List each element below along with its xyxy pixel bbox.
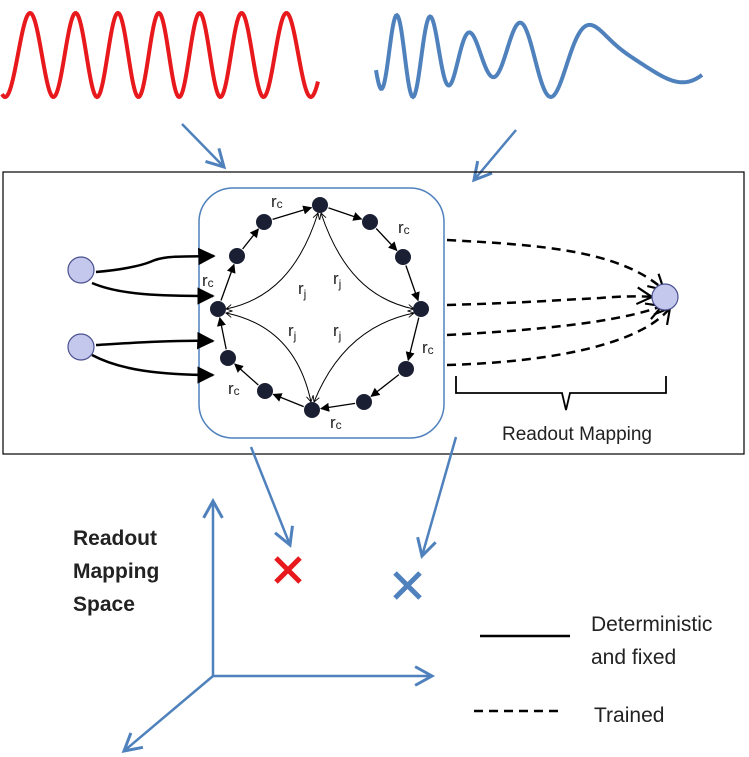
legend: Deterministic and fixed Trained — [474, 613, 712, 727]
cycle-edge — [272, 393, 304, 408]
jump-label-upper-right: rj — [333, 269, 341, 291]
input-node-1 — [67, 256, 95, 284]
red-mapping-arrow — [249, 446, 294, 548]
cycle-edge — [320, 402, 356, 412]
input-node-2 — [67, 333, 95, 361]
coupling-labels: rc rc rc rc rc rc rj rj rj rj — [202, 192, 434, 432]
svg-text:Mapping: Mapping — [73, 560, 159, 583]
legend-solid-label-1: Deterministic — [591, 613, 712, 636]
cycle-edge — [216, 316, 227, 350]
jump-label-lower-left: rj — [288, 321, 296, 343]
reservoir-box — [198, 187, 445, 439]
reservoir-node — [304, 402, 320, 418]
blue-mapping-arrow — [416, 436, 458, 559]
cycle-edges — [216, 205, 420, 412]
system-box — [2, 171, 745, 455]
legend-solid-label-2: and fixed — [591, 646, 676, 669]
red-signal-arrow — [181, 123, 227, 170]
blue-input-signal — [374, 12, 704, 100]
space-title: Readout Mapping Space — [73, 527, 159, 616]
reservoir-node — [398, 361, 414, 377]
cycle-edge — [242, 228, 259, 250]
cycle-edge — [234, 363, 259, 386]
reservoir-node — [229, 248, 245, 264]
svg-text:Readout: Readout — [73, 527, 157, 550]
coupling-label-lower-left: rc — [228, 379, 240, 398]
cycle-edge — [405, 265, 420, 302]
cycle-edge — [220, 263, 236, 301]
svg-text:Space: Space — [73, 593, 135, 616]
coupling-label-right: rc — [422, 338, 434, 357]
reservoir-node — [395, 249, 411, 265]
input-connections — [91, 247, 216, 384]
readout-connections — [446, 238, 672, 367]
reservoir-node — [257, 383, 273, 399]
space-axes — [121, 497, 436, 753]
readout-mapping-label: Readout Mapping — [502, 424, 652, 445]
cycle-edge — [370, 374, 400, 397]
reservoir-node — [413, 301, 429, 317]
jump-edges — [225, 212, 415, 403]
legend-dashed-label: Trained — [594, 704, 664, 727]
jump-label-lower-right: rj — [333, 321, 341, 343]
reservoir-node — [312, 197, 328, 213]
reservoir-node — [220, 350, 236, 366]
red-input-signal — [0, 10, 320, 100]
output-node — [651, 283, 679, 311]
reservoir-node — [256, 214, 272, 230]
blue-cross-marker — [393, 571, 422, 600]
coupling-label-left: rc — [202, 271, 214, 290]
readout-mapping-brace — [455, 376, 667, 411]
cycle-edge — [328, 207, 363, 221]
reservoir-nodes — [210, 197, 429, 418]
reservoir-node — [210, 301, 226, 317]
red-cross-marker — [274, 556, 302, 584]
cycle-edge — [375, 228, 398, 252]
coupling-label-upper-right: rc — [398, 218, 410, 237]
jump-label-upper-left: rj — [298, 279, 306, 301]
cycle-edge — [405, 317, 420, 362]
reservoir-node — [362, 214, 378, 230]
coupling-label-bottom: rc — [330, 413, 342, 432]
coupling-label-top: rc — [271, 192, 283, 211]
reservoir-node — [356, 394, 372, 410]
